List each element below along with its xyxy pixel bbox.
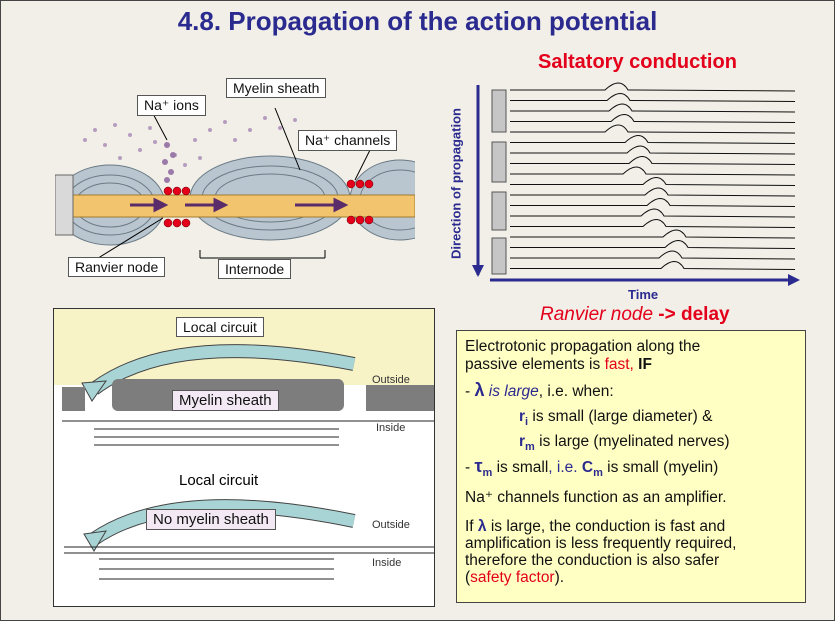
text-line-11: (safety factor). bbox=[465, 569, 565, 586]
inside-label-2: Inside bbox=[372, 557, 402, 569]
trace-line bbox=[510, 114, 796, 123]
outside-label-2: Outside bbox=[372, 519, 410, 531]
label-na-channels: Na⁺ channels bbox=[298, 130, 398, 151]
local-circuit-label-1: Local circuit bbox=[176, 317, 264, 337]
trace-line bbox=[510, 250, 796, 260]
text-line-10: therefore the conduction is also safer bbox=[465, 552, 720, 569]
trace-line bbox=[510, 124, 796, 134]
outside-label-1: Outside bbox=[372, 374, 410, 386]
trace-line bbox=[510, 219, 796, 228]
axon-illustration bbox=[55, 107, 415, 261]
label-internode: Internode bbox=[218, 259, 292, 279]
text-line-8: If λ is large, the conduction is fast an… bbox=[465, 518, 726, 535]
trace-line bbox=[510, 103, 796, 113]
myelin-sheath-label: Myelin sheath bbox=[172, 390, 279, 411]
trace-line bbox=[510, 156, 796, 165]
text-line-1: Electrotonic propagation along the bbox=[465, 338, 701, 355]
local-circuit-panel: Local circuit Myelin sheath Outside Insi… bbox=[53, 308, 435, 607]
no-myelin-sheath-label: No myelin sheath bbox=[146, 509, 276, 530]
text-line-3: - λ is large, i.e. when: bbox=[465, 380, 614, 401]
text-line-4: ri is small (large diameter) & bbox=[519, 408, 713, 429]
slide-title: 4.8. Propagation of the action potential bbox=[177, 6, 658, 36]
trace-line bbox=[510, 208, 796, 218]
saltatory-traces bbox=[472, 82, 800, 286]
trace-line bbox=[510, 82, 796, 92]
y-axis-label: Direction of propagation bbox=[448, 108, 464, 259]
saltatory-caption: Ranvier node -> delay bbox=[540, 304, 730, 325]
trace-line bbox=[510, 198, 796, 207]
label-ranvier-node: Ranvier node bbox=[68, 257, 166, 277]
trace-line bbox=[510, 261, 796, 270]
trace-line bbox=[510, 240, 796, 249]
saltatory-title: Saltatory conduction bbox=[538, 51, 737, 73]
text-line-6: - τm is small, i.e. Cm is small (myelin) bbox=[465, 456, 719, 480]
explanation-box: Electrotonic propagation along the passi… bbox=[456, 330, 806, 603]
trace-line bbox=[510, 229, 796, 239]
text-line-2: passive elements is fast, IF bbox=[465, 356, 652, 373]
label-na-ions: Na⁺ ions bbox=[137, 95, 206, 116]
text-line-9: amplification is less frequently require… bbox=[465, 535, 737, 552]
text-line-5: rm is large (myelinated nerves) bbox=[519, 433, 730, 454]
x-axis-label: Time bbox=[628, 287, 659, 302]
trace-line bbox=[510, 166, 796, 176]
trace-line bbox=[510, 177, 796, 186]
label-myelin-sheath: Myelin sheath bbox=[226, 78, 327, 98]
trace-line bbox=[510, 187, 796, 197]
text-line-7: Na⁺ channels function as an amplifier. bbox=[465, 489, 727, 506]
inside-label-1: Inside bbox=[376, 422, 406, 434]
local-circuit-label-2: Local circuit bbox=[179, 472, 259, 489]
trace-line bbox=[510, 145, 796, 155]
trace-line bbox=[510, 93, 796, 102]
trace-line bbox=[510, 135, 796, 144]
